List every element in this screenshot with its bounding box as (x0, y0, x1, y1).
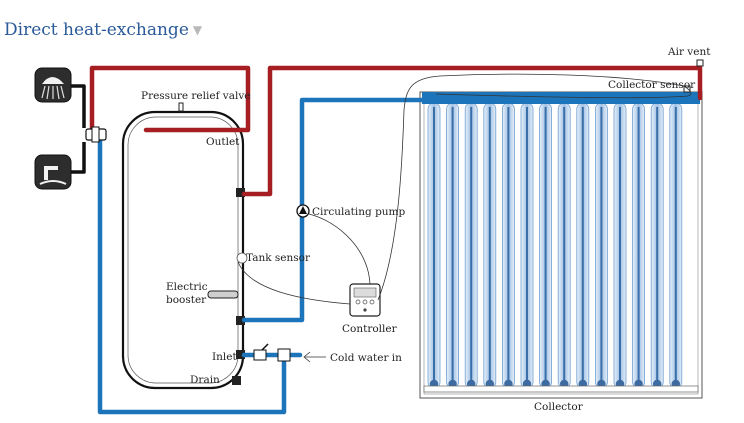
label-tank-sensor: Tank sensor (246, 252, 311, 264)
collector-bottom-rail (423, 385, 699, 393)
hot-pipe-collector-return (241, 65, 703, 197)
tank-body (121, 110, 245, 390)
wire-collector-sensor (377, 73, 692, 301)
triangle-down-icon[interactable]: ▼ (192, 23, 203, 37)
solar-collector (419, 91, 703, 399)
tank-fitting-1 (236, 188, 245, 197)
tank-fitting-drain (232, 376, 241, 385)
cold-in-tee-icon (277, 348, 291, 362)
tank-inner-line (127, 116, 239, 384)
mixing-valve-icon (85, 126, 107, 143)
fixture-pipes (70, 84, 86, 174)
cold-pipe-bypass (97, 137, 287, 415)
controller-icon (349, 283, 381, 317)
storage-tank (121, 102, 248, 390)
hot-pipe-outlet (89, 65, 251, 133)
label-outlet: Outlet (206, 136, 240, 148)
diagram-labels: Air vent Collector sensor Pressure relie… (141, 46, 711, 413)
pressure-relief-valve-icon (178, 102, 184, 112)
sensor-wires (237, 73, 692, 363)
cold-water-arrow-head (303, 351, 311, 363)
label-controller: Controller (342, 323, 398, 335)
label-collector: Collector (534, 401, 584, 413)
electric-booster-element (207, 290, 239, 299)
wire-tank-sensor (237, 261, 351, 305)
collector-sensor-icon (683, 85, 691, 93)
tap-icon (34, 154, 72, 190)
wire-pump (308, 213, 371, 285)
shower-pipe (70, 84, 86, 128)
collector-header-bar (422, 92, 700, 104)
label-electric-line1: Electric (166, 281, 208, 293)
label-circulating-pump: Circulating pump (312, 206, 406, 218)
label-electric-line2: booster (166, 294, 207, 306)
diagram-title: Direct heat-exchange▼ (4, 20, 202, 40)
tap-pipe (70, 142, 86, 174)
hot-water-pipes (89, 65, 703, 197)
label-drain: Drain (190, 374, 220, 386)
collector-tubes (427, 102, 683, 389)
label-air-vent: Air vent (667, 46, 711, 58)
title-text: Direct heat-exchange (4, 20, 189, 40)
shower-icon (34, 67, 72, 103)
tank-sensor-icon (236, 252, 248, 264)
label-cold-water-in: Cold water in (330, 352, 402, 364)
label-collector-sensor: Collector sensor (608, 79, 696, 91)
label-pressure-relief-valve: Pressure relief valve (141, 90, 251, 102)
tank-fitting-2 (236, 316, 245, 325)
tank-fitting-inlet (236, 350, 245, 359)
air-vent-icon (696, 59, 704, 67)
pump-icon (296, 204, 310, 218)
inlet-valve-icon (253, 343, 269, 361)
label-inlet: Inlet (212, 351, 237, 363)
